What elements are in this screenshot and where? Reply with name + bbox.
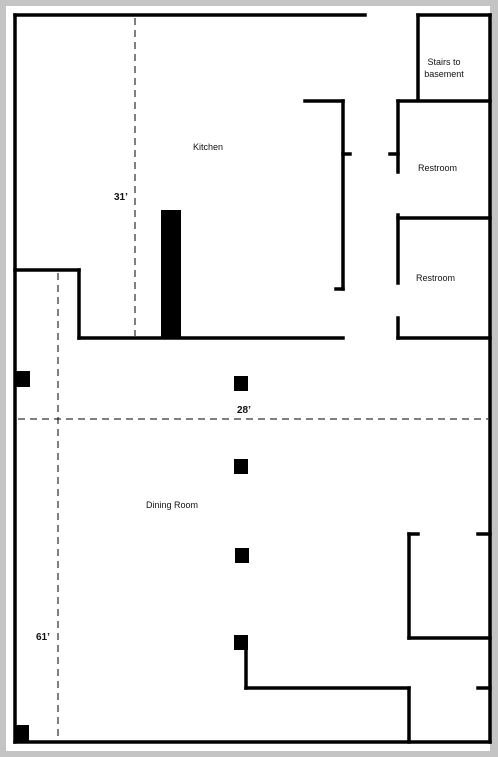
- stairs-label: Stairs to basement: [424, 57, 464, 79]
- kitchen-depth-label: 31’: [114, 192, 128, 203]
- wall-column-bottom-left: [15, 725, 29, 742]
- restroom-2-label: Restroom: [416, 273, 456, 283]
- building-depth-label: 61’: [36, 632, 50, 643]
- column-2: [234, 459, 248, 474]
- column-4: [234, 635, 248, 650]
- column-1: [234, 376, 248, 391]
- column-3: [235, 548, 249, 563]
- wall-column-left: [15, 371, 30, 387]
- building-width-label: 28’: [237, 405, 251, 416]
- restroom-1-label: Restroom: [418, 163, 458, 173]
- kitchen-label: Kitchen: [193, 142, 224, 152]
- dining-room-label: Dining Room: [146, 500, 199, 510]
- kitchen-island: [161, 210, 181, 337]
